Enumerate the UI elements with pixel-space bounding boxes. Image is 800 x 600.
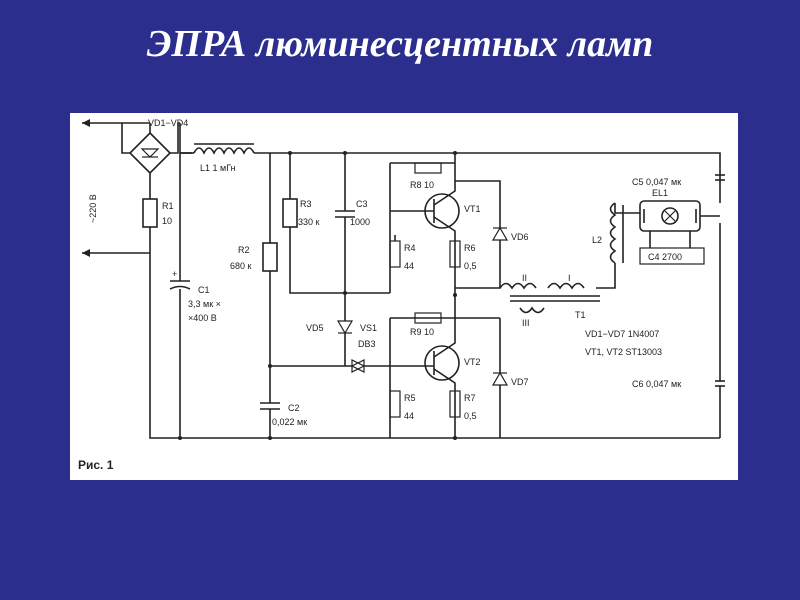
r3-label: R3 [300, 199, 312, 209]
r1-value: 10 [162, 216, 172, 226]
c1-label: C1 [198, 285, 210, 295]
l2-inductor [609, 202, 624, 264]
r5-value: 44 [404, 411, 414, 421]
transistor-note: VT1, VT2 ST13003 [585, 347, 662, 357]
r5-resistor [389, 390, 401, 418]
c2-value: 0,022 мк [272, 417, 307, 427]
vs1-label: VS1 [360, 323, 377, 333]
el1-lamp [639, 200, 701, 232]
r1-resistor [142, 198, 158, 228]
el1-label: EL1 [652, 188, 668, 198]
vd5-label: VD5 [306, 323, 324, 333]
r2-value: 680 к [230, 261, 252, 271]
r8-label: R8 10 [410, 180, 434, 190]
r3-resistor [282, 198, 298, 228]
vd6-label: VD6 [511, 232, 529, 242]
l1-inductor [193, 143, 255, 155]
diode-note: VD1−VD7 1N4007 [585, 329, 659, 339]
figure-caption: Рис. 1 [78, 458, 114, 472]
c3-label: C3 [356, 199, 368, 209]
vt2-label: VT2 [464, 357, 481, 367]
c6-label: C6 0,047 мк [632, 379, 681, 389]
r2-resistor [262, 242, 278, 272]
r6-resistor [449, 240, 461, 268]
c1-value-1: 3,3 мк × [188, 299, 221, 309]
r8-resistor [414, 162, 442, 174]
r9-label: R9 10 [410, 327, 434, 337]
vd7-label: VD7 [511, 377, 529, 387]
bridge-label: VD1−VD4 [148, 118, 188, 128]
l2-label: L2 [592, 235, 602, 245]
r9-resistor [414, 312, 442, 324]
r2-label: R2 [238, 245, 250, 255]
bridge-rectifier [121, 122, 180, 175]
c4-label: C4 2700 [648, 252, 682, 262]
r4-resistor [389, 240, 401, 268]
c1-value-2: ×400 В [188, 313, 217, 323]
mains-label: ~220 В [88, 194, 98, 223]
circuit-diagram: ~220 В VD1−VD4 R1 10 L1 1 мГн + C1 3,3 м… [78, 118, 725, 472]
t1-winding-2: II [522, 273, 527, 283]
schematic-panel: ~220 В VD1−VD4 R1 10 L1 1 мГн + C1 3,3 м… [70, 113, 738, 480]
r7-value: 0,5 [464, 411, 477, 421]
r4-value: 44 [404, 261, 414, 271]
l1-label: L1 1 мГн [200, 163, 236, 173]
vt2-transistor [424, 345, 460, 381]
c2-label: C2 [288, 403, 300, 413]
c5-label: C5 0,047 мк [632, 177, 681, 187]
c3-value: 1000 [350, 217, 370, 227]
r7-label: R7 [464, 393, 476, 403]
mains-input [82, 119, 150, 257]
r1-label: R1 [162, 201, 174, 211]
r3-value: 330 к [298, 217, 320, 227]
c1-plus: + [172, 269, 177, 279]
c4-capacitor [639, 247, 705, 265]
r6-label: R6 [464, 243, 476, 253]
r7-resistor [449, 390, 461, 418]
vs1-type: DB3 [358, 339, 376, 349]
slide-title: ЭПРА люминесцентных ламп [146, 23, 654, 65]
t1-transformer [499, 282, 600, 314]
t1-winding-1: I [568, 273, 571, 283]
t1-winding-3: III [522, 318, 530, 328]
t1-label: T1 [575, 310, 586, 320]
vt1-label: VT1 [464, 204, 481, 214]
r4-label: R4 [404, 243, 416, 253]
r5-label: R5 [404, 393, 416, 403]
r6-value: 0,5 [464, 261, 477, 271]
